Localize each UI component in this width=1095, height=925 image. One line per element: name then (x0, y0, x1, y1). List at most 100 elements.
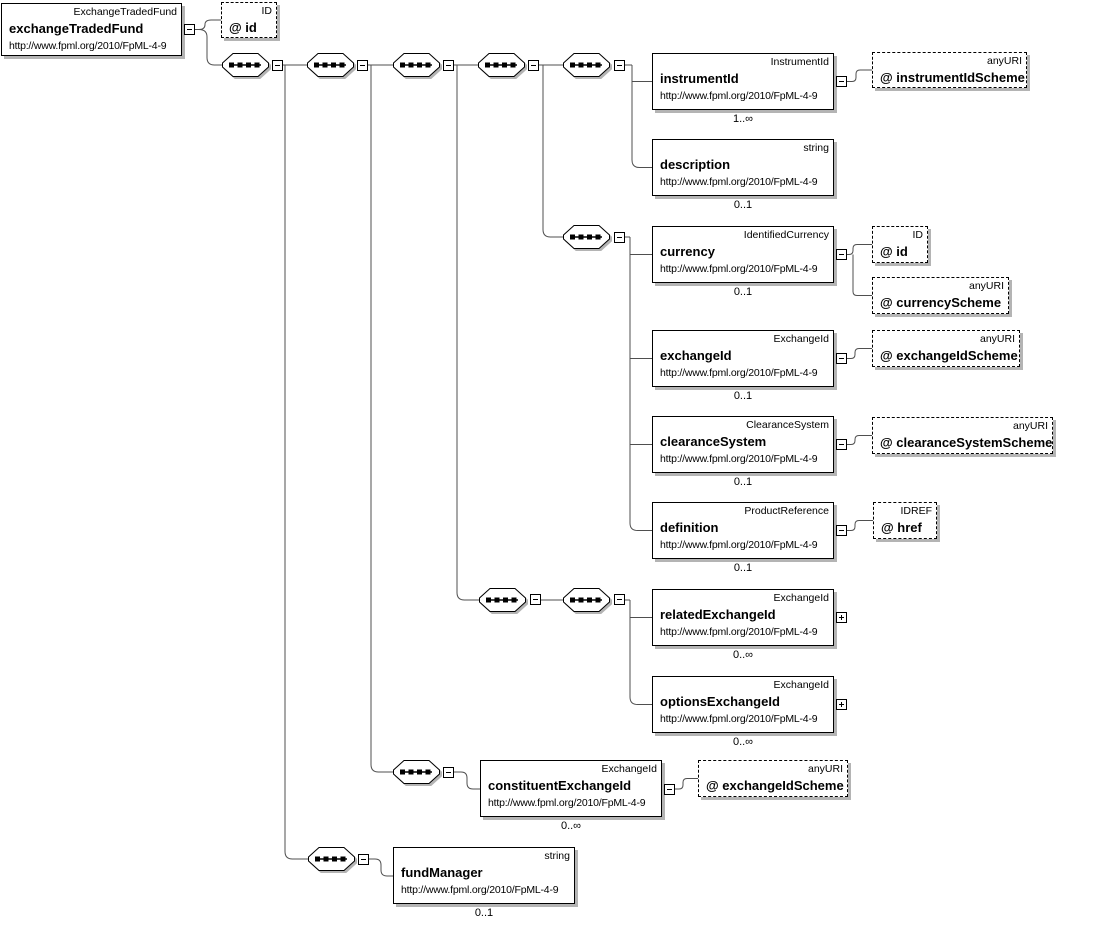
collapse-button[interactable] (358, 854, 369, 865)
attribute-box-exchangeidscheme[interactable]: anyURI @ exchangeIdScheme (872, 330, 1020, 367)
attribute-type-label: anyURI (1012, 420, 1048, 432)
collapse-button[interactable] (614, 60, 625, 71)
cardinality-label: 0..∞ (732, 649, 754, 661)
element-box-optionsexchangeid[interactable]: ExchangeId optionsExchangeId http://www.… (652, 676, 834, 733)
element-namespace-label: http://www.fpml.org/2010/FpML-4-9 (660, 453, 818, 465)
attribute-name-label: @ exchangeIdScheme (880, 348, 1018, 363)
attribute-box-clearancesystemscheme[interactable]: anyURI @ clearanceSystemScheme (872, 417, 1053, 454)
collapse-button[interactable] (836, 249, 847, 260)
attribute-name-label: @ instrumentIdScheme (880, 70, 1025, 85)
collapse-button[interactable] (614, 594, 625, 605)
collapse-button[interactable] (184, 24, 195, 35)
element-box-currency[interactable]: IdentifiedCurrency currency http://www.f… (652, 226, 834, 283)
element-namespace-label: http://www.fpml.org/2010/FpML-4-9 (660, 367, 818, 379)
element-box-definition[interactable]: ProductReference definition http://www.f… (652, 502, 834, 559)
sequence-icon (393, 760, 440, 784)
collapse-button[interactable] (272, 60, 283, 71)
element-name-label: currency (660, 244, 715, 259)
element-box-exchangeid[interactable]: ExchangeId exchangeId http://www.fpml.or… (652, 330, 834, 387)
element-type-label: ExchangeId (773, 333, 829, 345)
collapse-button[interactable] (357, 60, 368, 71)
element-type-label: IdentifiedCurrency (743, 229, 829, 241)
sequence-icon (478, 53, 525, 77)
collapse-button[interactable] (530, 594, 541, 605)
cardinality-label: 0..1 (733, 562, 753, 574)
sequence-icon (563, 588, 610, 612)
attribute-type-label: anyURI (986, 55, 1022, 67)
attribute-box-currencyscheme[interactable]: anyURI @ currencyScheme (872, 277, 1009, 314)
element-namespace-label: http://www.fpml.org/2010/FpML-4-9 (660, 626, 818, 638)
attribute-box-constituent-exchangeidscheme[interactable]: anyURI @ exchangeIdScheme (698, 760, 848, 797)
collapse-button[interactable] (443, 767, 454, 778)
attribute-box-href[interactable]: IDREF @ href (873, 502, 937, 539)
element-namespace-label: http://www.fpml.org/2010/FpML-4-9 (660, 176, 818, 188)
collapse-button[interactable] (836, 76, 847, 87)
attribute-box-id[interactable]: ID @ id (221, 2, 277, 38)
attribute-box-currency-id[interactable]: ID @ id (872, 226, 928, 263)
attribute-name-label: @ exchangeIdScheme (706, 778, 844, 793)
element-name-label: definition (660, 520, 719, 535)
cardinality-label: 1..∞ (732, 113, 754, 125)
cardinality-label: 0..∞ (732, 736, 754, 748)
attribute-type-label: ID (261, 5, 273, 17)
attribute-type-label: anyURI (807, 763, 843, 775)
element-box-clearancesystem[interactable]: ClearanceSystem clearanceSystem http://w… (652, 416, 834, 473)
element-box-description[interactable]: string description http://www.fpml.org/2… (652, 139, 834, 196)
element-name-label: relatedExchangeId (660, 607, 776, 622)
element-name-label: description (660, 157, 731, 172)
collapse-button[interactable] (528, 60, 539, 71)
element-box-exchangetradedfund[interactable]: ExchangeTradedFund exchangeTradedFund ht… (1, 3, 182, 56)
element-type-label: ProductReference (744, 505, 829, 517)
attribute-type-label: anyURI (979, 333, 1015, 345)
element-namespace-label: http://www.fpml.org/2010/FpML-4-9 (660, 539, 818, 551)
element-name-label: fundManager (401, 865, 483, 880)
element-box-fundmanager[interactable]: string fundManager http://www.fpml.org/2… (393, 847, 575, 904)
collapse-button[interactable] (614, 232, 625, 243)
element-type-label: ClearanceSystem (746, 419, 829, 431)
attribute-box-instrumentidscheme[interactable]: anyURI @ instrumentIdScheme (872, 52, 1027, 88)
element-namespace-label: http://www.fpml.org/2010/FpML-4-9 (660, 713, 818, 725)
sequence-icon (393, 53, 440, 77)
attribute-type-label: anyURI (968, 280, 1004, 292)
element-type-label: string (803, 142, 829, 154)
sequence-icon (222, 53, 269, 77)
element-namespace-label: http://www.fpml.org/2010/FpML-4-9 (9, 40, 167, 52)
element-name-label: instrumentId (660, 71, 739, 86)
collapse-button[interactable] (836, 353, 847, 364)
element-type-label: ExchangeId (773, 592, 829, 604)
cardinality-label: 0..1 (733, 476, 753, 488)
element-namespace-label: http://www.fpml.org/2010/FpML-4-9 (660, 263, 818, 275)
sequence-icon (563, 225, 610, 249)
element-box-instrumentid[interactable]: InstrumentId instrumentId http://www.fpm… (652, 53, 834, 110)
element-type-label: ExchangeId (601, 763, 657, 775)
cardinality-label: 0..1 (474, 907, 494, 919)
element-name-label: exchangeId (660, 348, 732, 363)
attribute-type-label: ID (912, 229, 924, 241)
attribute-name-label: @ currencyScheme (880, 295, 1002, 310)
element-box-constituentexchangeid[interactable]: ExchangeId constituentExchangeId http://… (480, 760, 662, 817)
collapse-button[interactable] (836, 439, 847, 450)
sequence-icon (307, 53, 354, 77)
sequence-icon (563, 53, 610, 77)
element-namespace-label: http://www.fpml.org/2010/FpML-4-9 (488, 797, 646, 809)
expand-button[interactable] (836, 699, 847, 710)
collapse-button[interactable] (836, 525, 847, 536)
collapse-button[interactable] (443, 60, 454, 71)
element-namespace-label: http://www.fpml.org/2010/FpML-4-9 (401, 884, 559, 896)
expand-button[interactable] (836, 612, 847, 623)
element-box-relatedexchangeid[interactable]: ExchangeId relatedExchangeId http://www.… (652, 589, 834, 646)
collapse-button[interactable] (664, 784, 675, 795)
cardinality-label: 0..1 (733, 286, 753, 298)
element-name-label: constituentExchangeId (488, 778, 632, 793)
element-name-label: exchangeTradedFund (9, 21, 144, 36)
sequence-icon (308, 847, 355, 871)
attribute-name-label: @ clearanceSystemScheme (880, 435, 1053, 450)
sequence-icon (479, 588, 526, 612)
attribute-name-label: @ id (880, 244, 908, 259)
cardinality-label: 0..∞ (560, 820, 582, 832)
element-type-label: ExchangeId (773, 679, 829, 691)
element-namespace-label: http://www.fpml.org/2010/FpML-4-9 (660, 90, 818, 102)
element-name-label: clearanceSystem (660, 434, 767, 449)
